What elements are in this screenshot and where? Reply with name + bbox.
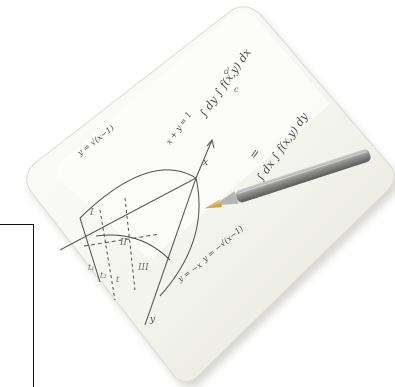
roman-2: II: [119, 238, 128, 248]
roman-3: III: [137, 263, 149, 273]
var-t1: t₁: [88, 263, 94, 272]
frame-top-line: [0, 224, 34, 225]
pencil-body: [236, 149, 371, 203]
label-x-axis: x: [203, 158, 208, 168]
roman-1: I: [89, 208, 94, 218]
graph-axes: [59, 138, 215, 326]
var-t2: t₂: [100, 271, 106, 280]
graph-curves: [79, 169, 200, 301]
pencil: [204, 149, 371, 209]
limit-lower: c: [234, 85, 239, 94]
label-y-axis: y: [149, 315, 156, 325]
limit-upper: d: [224, 67, 229, 76]
var-t: t: [116, 275, 120, 284]
frame-right-line: [33, 224, 34, 387]
paper-highlight: [56, 11, 330, 260]
pencil-tip: [204, 199, 222, 209]
